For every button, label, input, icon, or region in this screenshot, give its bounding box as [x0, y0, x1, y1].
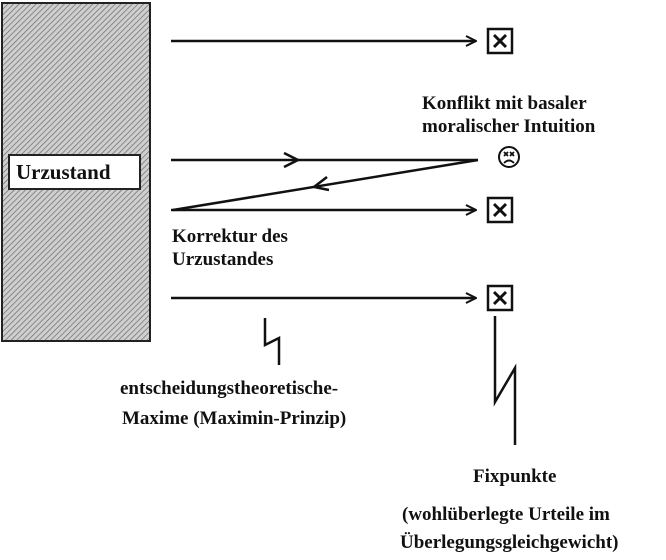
arrow-to-conflict-head — [283, 151, 301, 169]
conflict-text-line1: Konflikt mit basaler — [422, 93, 587, 114]
maxime-lightning-connector — [263, 318, 281, 365]
fixpunkte-title: Fixpunkte — [473, 466, 557, 487]
maxime-text-line1: entscheidungstheoretische- — [120, 378, 339, 399]
urzustand-label: Urzustand — [8, 154, 141, 190]
boxed-x-icon — [486, 284, 514, 312]
boxed-x-icon — [486, 196, 514, 224]
correction-return-head — [311, 176, 330, 192]
conflict-text-line2: moralischer Intuition — [422, 116, 596, 137]
correction-text-line2: Urzustandes — [172, 249, 274, 270]
fixpunkte-lightning-connector — [493, 316, 517, 445]
fixpunkte-text-line2: Überlegungsgleichgewicht) — [400, 532, 619, 553]
correction-text-line1: Korrektur des — [172, 226, 288, 247]
maxime-text-line2: Maxime (Maximin-Prinzip) — [122, 408, 347, 429]
correction-return-line — [172, 158, 479, 212]
boxed-x-icon — [486, 27, 514, 55]
frown-face-icon — [498, 146, 520, 168]
fixpunkte-text-line1: (wohlüberlegte Urteile im — [402, 504, 610, 525]
